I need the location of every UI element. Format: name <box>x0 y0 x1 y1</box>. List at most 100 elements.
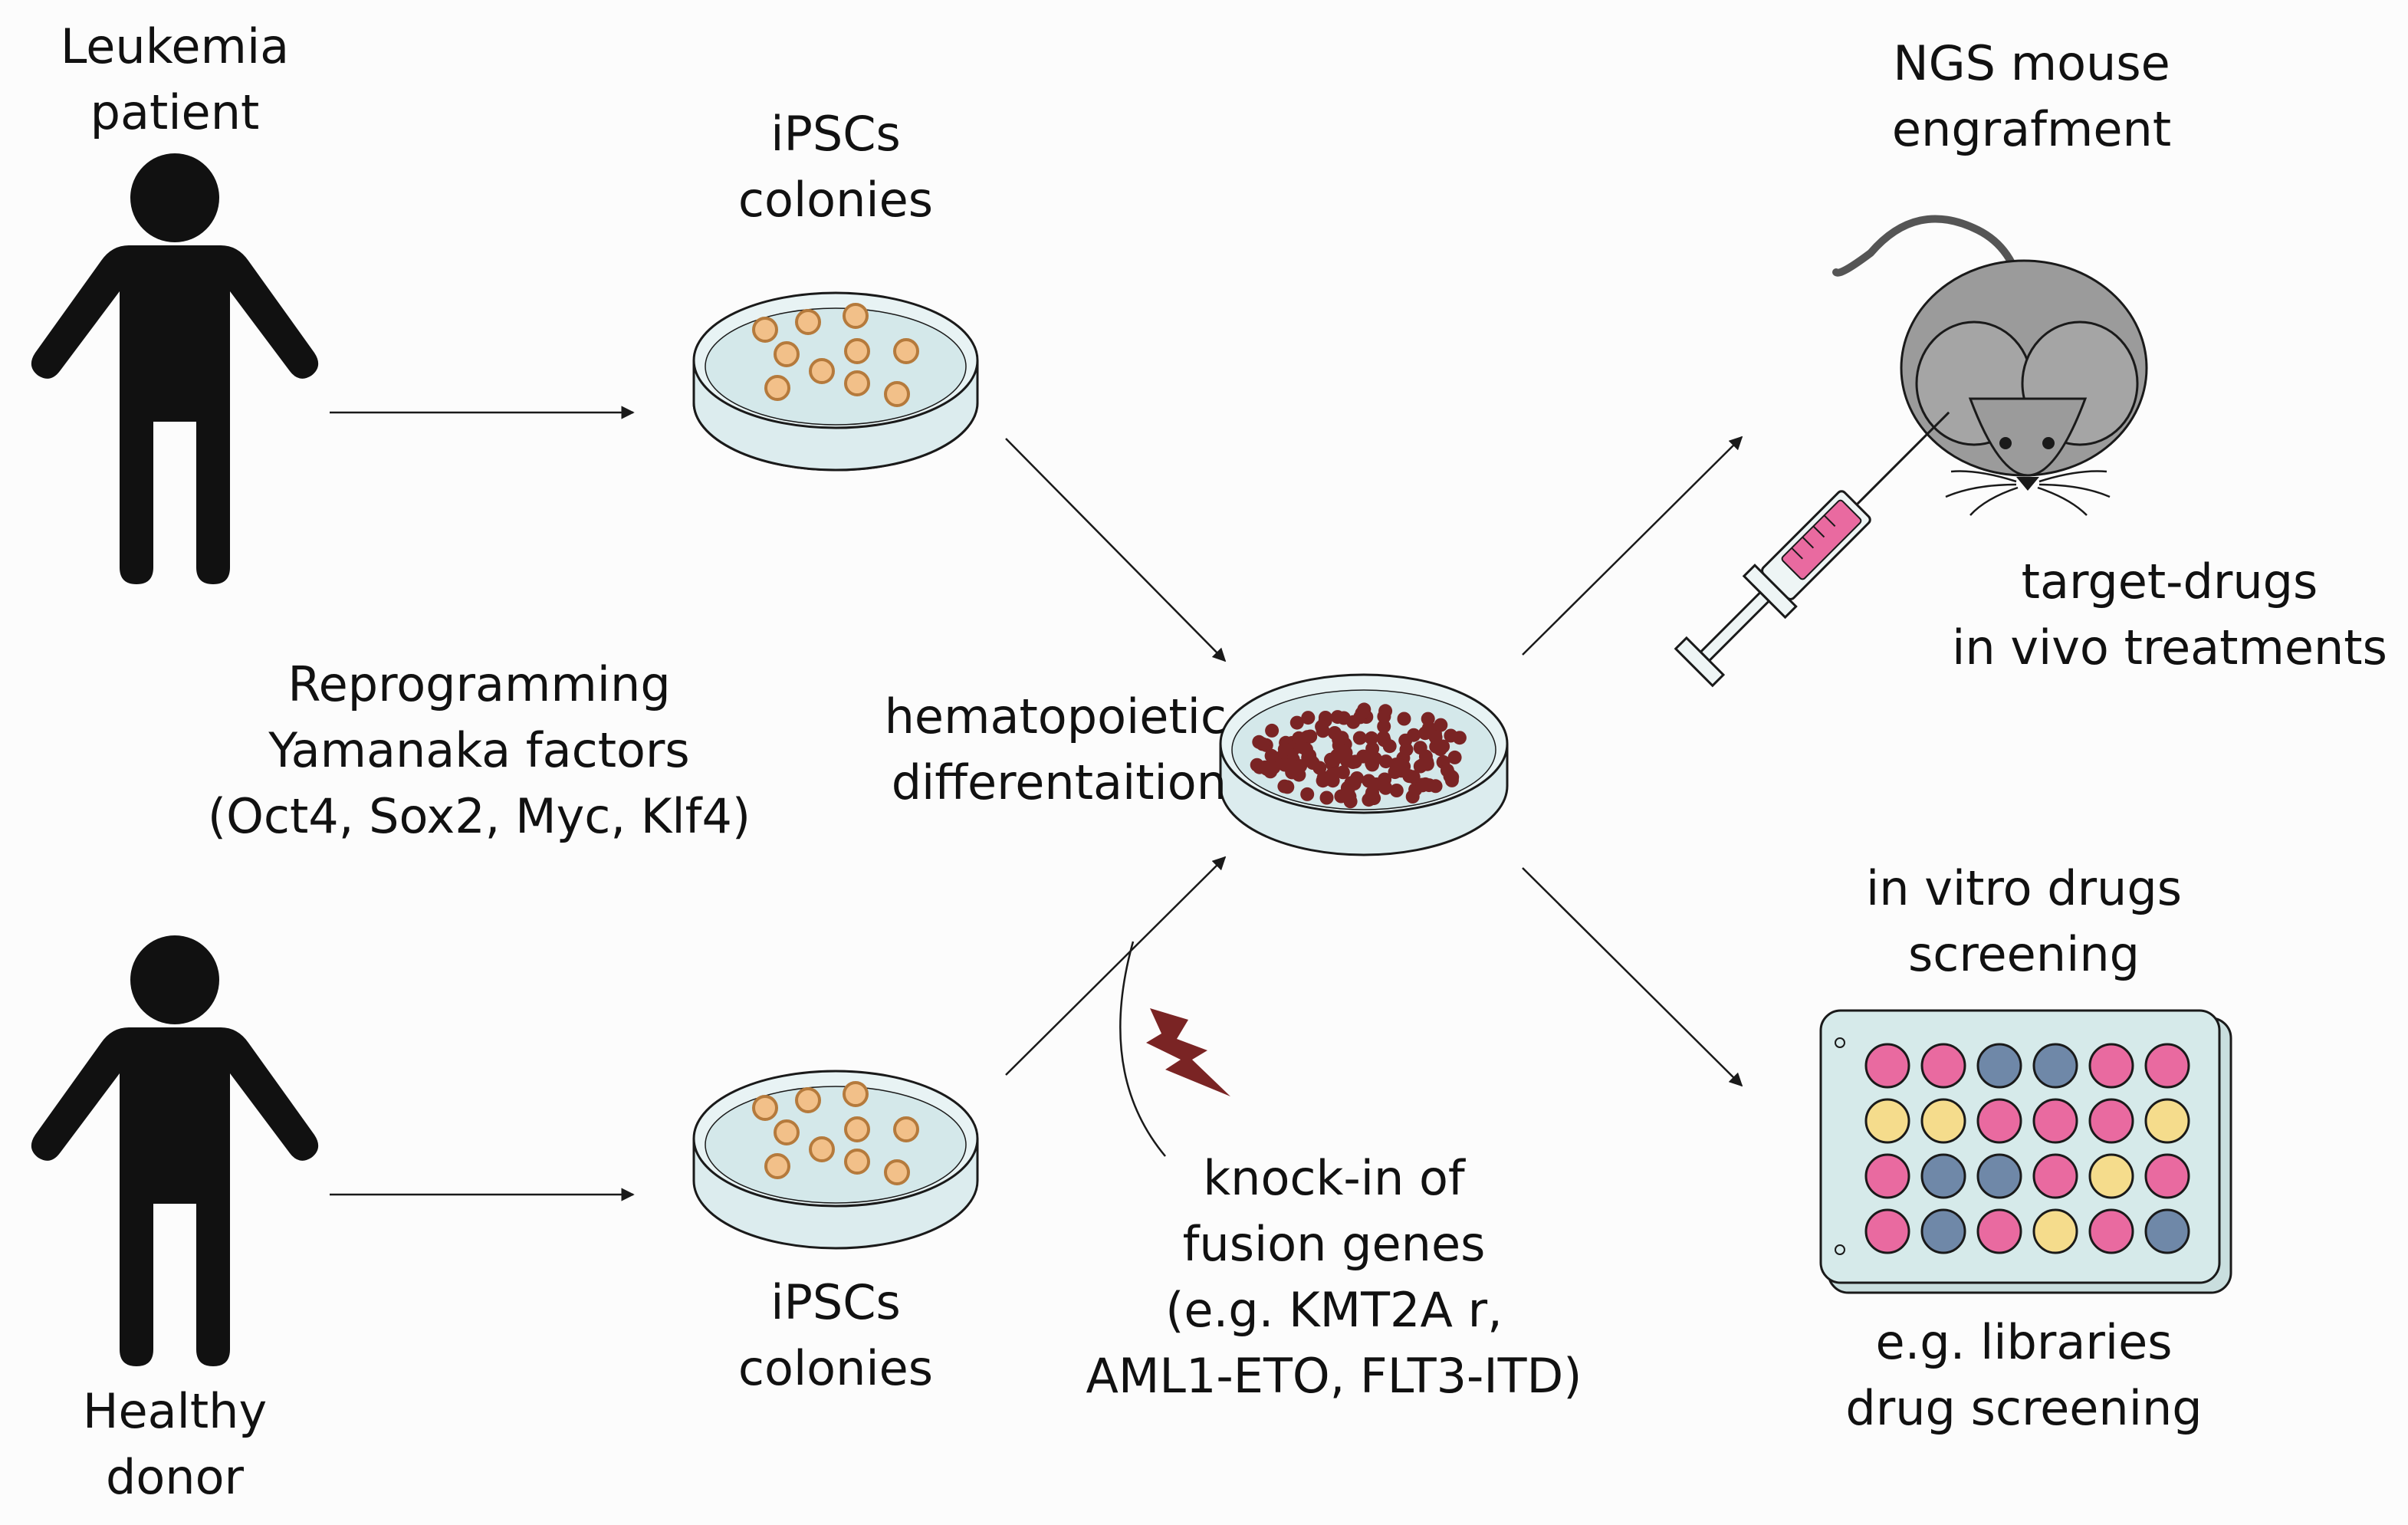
healthy-donor-person-icon <box>31 935 319 1366</box>
blood-cell <box>1365 731 1378 745</box>
blood-cell <box>1352 731 1367 745</box>
well-plate-icon <box>1819 1009 2232 1294</box>
blood-cell <box>1335 731 1349 745</box>
blood-cell <box>1323 772 1338 787</box>
well-yellow <box>2144 1098 2190 1144</box>
ngs-mouse-label: NGS mouse engrafment <box>1891 35 2172 157</box>
blood-cell <box>1260 761 1274 776</box>
blood-cell <box>1277 742 1292 757</box>
blood-cell <box>1316 724 1330 738</box>
well-pink <box>1864 1208 1910 1254</box>
libraries-label: e.g. libraries drug screening <box>1845 1314 2203 1436</box>
blood-cell <box>1378 781 1393 795</box>
blood-cell <box>1357 702 1372 717</box>
blood-cell <box>1319 790 1334 805</box>
well-pink <box>2144 1043 2190 1089</box>
well-pink <box>2032 1098 2078 1144</box>
blood-cell <box>1292 767 1306 782</box>
hematopoietic-label: hematopoietic differentaition <box>884 689 1227 810</box>
well-blue <box>2144 1208 2190 1254</box>
well-blue <box>1976 1153 2022 1199</box>
blood-cell <box>1377 709 1391 724</box>
well-yellow <box>1864 1098 1910 1144</box>
healthy-donor-label: Healthy donor <box>82 1383 268 1505</box>
blood-cell <box>1377 719 1391 734</box>
blood-cell <box>1389 758 1403 772</box>
mouse-icon <box>1832 215 2148 516</box>
blood-cell <box>1300 787 1315 801</box>
arrow-ipscs-bottom-to-hematopoietic <box>1005 856 1227 1076</box>
well-pink <box>2088 1043 2134 1089</box>
blood-cell <box>1428 779 1443 794</box>
leukemia-patient-person-icon <box>31 153 319 584</box>
blood-cell <box>1265 723 1280 738</box>
blood-cell <box>1341 784 1355 798</box>
blood-cell <box>1289 715 1304 730</box>
blood-cell <box>1325 753 1339 767</box>
blood-cell <box>1397 712 1411 726</box>
blood-cell <box>1343 794 1358 809</box>
ipscs-bottom-label: iPSCs colonies <box>738 1274 934 1396</box>
ipscs-colonies-top <box>752 303 919 407</box>
blood-cell <box>1402 769 1417 784</box>
well-yellow <box>2032 1208 2078 1254</box>
syringe-icon <box>1674 411 1950 688</box>
well-pink <box>2032 1153 2078 1199</box>
well-grid <box>1864 1043 2190 1254</box>
blood-cell <box>1299 742 1313 757</box>
well-yellow <box>2088 1153 2134 1199</box>
blood-cell <box>1301 711 1316 725</box>
blood-cell <box>1365 741 1380 756</box>
blood-cell <box>1407 728 1421 742</box>
petri-dish-top-icon <box>692 291 979 472</box>
blood-cell <box>1436 739 1450 754</box>
blood-cell <box>1277 758 1292 772</box>
blood-cell <box>1418 726 1432 741</box>
well-pink <box>1864 1153 1910 1199</box>
blood-cell <box>1415 777 1430 792</box>
blood-cell <box>1280 780 1295 794</box>
well-pink <box>1976 1098 2022 1144</box>
leukemia-patient-label: Leukemia patient <box>60 18 290 140</box>
blood-cell <box>1444 728 1458 743</box>
blood-cell <box>1389 784 1404 797</box>
lightning-icon <box>1146 1008 1230 1096</box>
well-pink <box>1976 1208 2022 1254</box>
blood-cell <box>1335 765 1350 780</box>
ipscs-top-label: iPSCs colonies <box>738 106 934 228</box>
petri-dish-bottom-icon <box>692 1070 979 1250</box>
reprogramming-label: Reprogramming Yamanaka factors (Oct4, So… <box>207 656 751 844</box>
blood-cell <box>1440 763 1454 777</box>
well-pink <box>2088 1098 2134 1144</box>
blood-cell <box>1346 715 1361 729</box>
blood-cell-cluster <box>1250 702 1467 809</box>
blood-cell <box>1420 754 1434 769</box>
arrow-hematopoietic-to-plate <box>1522 867 1743 1087</box>
ipscs-colonies-bottom <box>752 1081 919 1185</box>
in-vitro-label: in vitro drugs screening <box>1865 860 2183 982</box>
well-blue <box>2032 1043 2078 1089</box>
well-pink <box>2144 1153 2190 1199</box>
well-yellow <box>1920 1098 1966 1144</box>
blood-cell <box>1312 761 1327 775</box>
well-blue <box>1920 1153 1966 1199</box>
target-drugs-label: target-drugs in vivo treatments <box>1952 554 2387 675</box>
well-blue <box>1976 1043 2022 1089</box>
well-blue <box>1920 1208 1966 1254</box>
well-pink <box>1920 1043 1966 1089</box>
blood-cell <box>1365 785 1379 800</box>
blood-cell <box>1252 735 1266 749</box>
petri-dish-hematopoietic-icon <box>1219 673 1509 856</box>
well-pink <box>1864 1043 1910 1089</box>
blood-cell <box>1447 750 1462 764</box>
blood-cell <box>1434 718 1448 732</box>
arrow-ipscs-top-to-hematopoietic <box>1005 438 1227 662</box>
well-pink <box>2088 1208 2134 1254</box>
knock-in-curve <box>1119 941 1166 1157</box>
blood-cell <box>1362 774 1376 788</box>
knock-in-label: knock-in of fusion genes (e.g. KMT2A r, … <box>1086 1150 1582 1404</box>
arrow-hematopoietic-to-mouse <box>1522 435 1743 656</box>
blood-cell <box>1339 754 1354 768</box>
blood-cell <box>1303 729 1318 744</box>
